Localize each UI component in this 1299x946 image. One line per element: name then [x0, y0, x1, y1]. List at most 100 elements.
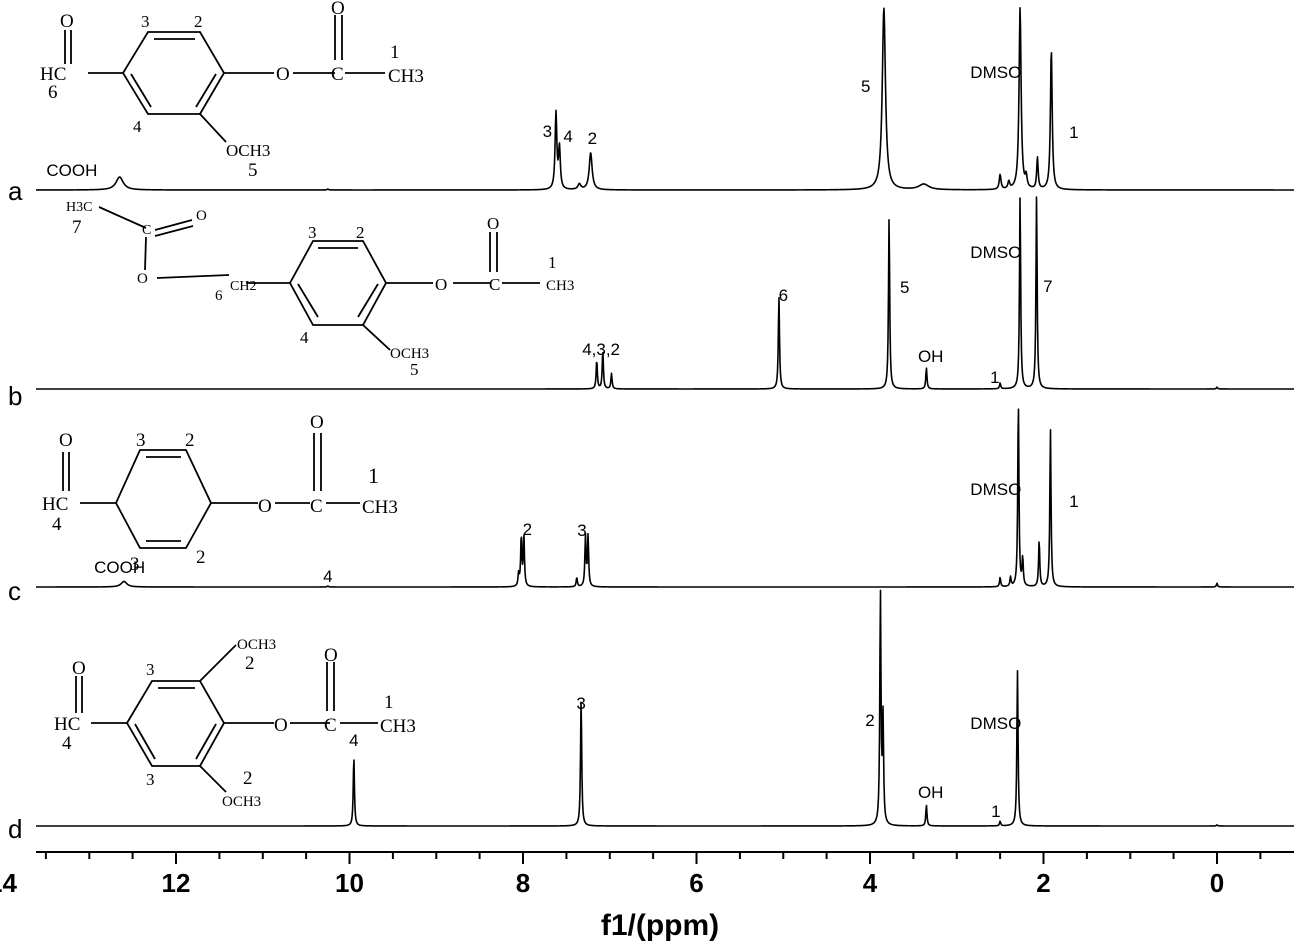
struct-a-label: HC	[40, 64, 66, 85]
peak-label: DMSO	[970, 480, 1021, 499]
struct-c-label: O	[258, 496, 272, 517]
struct-a-label: C	[331, 64, 344, 85]
x-tick-label: 6	[689, 868, 703, 898]
structure-c: O HC 4 3 2 3 2 O O C 1 CH3	[42, 412, 398, 575]
peak-label: 2	[865, 711, 874, 730]
peak-label: COOH	[94, 558, 145, 577]
struct-c-label: O	[310, 412, 324, 433]
struct-c-label: O	[59, 430, 73, 451]
peak-label: DMSO	[970, 714, 1021, 733]
trace-name: d	[8, 814, 22, 844]
peak-label: DMSO	[970, 243, 1021, 262]
x-tick-label: 8	[516, 868, 530, 898]
struct-c-label: 3	[136, 430, 146, 451]
struct-c-label: 2	[196, 547, 206, 568]
struct-a-label: 3	[141, 12, 150, 31]
struct-b-label: H3C	[66, 200, 92, 215]
struct-b-label: OCH3	[390, 346, 429, 362]
x-axis: 14121086420	[0, 851, 1294, 898]
x-tick-label: 0	[1210, 868, 1224, 898]
peak-label: 2	[523, 520, 532, 539]
peak-label: 1	[1069, 123, 1078, 142]
x-tick-label: 14	[0, 868, 17, 898]
peak-label: 6	[779, 286, 788, 305]
struct-b-label: 7	[72, 217, 82, 238]
struct-d-label: 3	[146, 660, 155, 679]
struct-b-label: C	[142, 223, 151, 238]
trace-name: b	[8, 381, 22, 411]
struct-d-label: C	[324, 715, 337, 736]
struct-d-label: 3	[146, 770, 155, 789]
struct-b-label: 3	[308, 223, 317, 242]
struct-d-label: OCH3	[222, 794, 261, 810]
peak-label: 3	[577, 521, 586, 540]
struct-c-label: 3	[130, 554, 140, 575]
struct-c-label: 1	[368, 463, 379, 488]
x-tick-label: 10	[335, 868, 364, 898]
struct-d-label: CH3	[380, 716, 416, 737]
struct-a-label: 5	[248, 160, 258, 181]
struct-c-label: 4	[52, 514, 62, 535]
peak-label: OH	[918, 783, 944, 802]
struct-c-label: HC	[42, 494, 68, 515]
structure-a: HC O 6 3 2 4 O O C 1 CH3 OCH3 5	[40, 0, 424, 181]
x-axis-title: f1/(ppm)	[601, 909, 719, 942]
peak-label: 2	[588, 129, 597, 148]
spectrum-trace-d	[35, 589, 1295, 827]
struct-a-label: 1	[390, 42, 400, 63]
struct-b-label: O	[487, 214, 499, 233]
struct-b-label: O	[137, 271, 148, 287]
struct-d-label: OCH3	[237, 637, 276, 653]
peak-label: 1	[991, 802, 1000, 821]
structure-b: H3C 7 C O O 6 CH2 3 2 4 O O C 1 CH3 OCH3…	[66, 200, 574, 379]
struct-d-label: 2	[245, 653, 255, 674]
struct-a-label: OCH3	[226, 141, 270, 160]
peak-label: 1	[990, 368, 999, 387]
struct-b-label: C	[489, 275, 500, 294]
peak-label: 1	[1069, 492, 1078, 511]
struct-b-label: CH3	[546, 278, 574, 294]
struct-b-label: 5	[410, 360, 419, 379]
peak-label: 3	[543, 122, 552, 141]
struct-a-label: O	[276, 64, 290, 85]
struct-a-label: 6	[48, 82, 58, 103]
peak-label: 3	[576, 694, 585, 713]
x-tick-label: 2	[1036, 868, 1050, 898]
struct-d-label: O	[72, 658, 86, 679]
spectra-layer	[35, 6, 1295, 827]
struct-b-label: O	[196, 208, 207, 224]
struct-b-label: 6	[215, 288, 223, 304]
peak-label: COOH	[46, 161, 97, 180]
struct-d-label: 1	[384, 692, 394, 713]
peak-label: 5	[900, 278, 909, 297]
struct-d-label: 2	[243, 768, 253, 789]
spectrum-trace-b	[35, 196, 1295, 390]
spectrum-trace-a	[35, 6, 1295, 191]
struct-a-label: 2	[194, 12, 203, 31]
struct-c-label: CH3	[362, 497, 398, 518]
peak-label: 4	[323, 567, 332, 586]
struct-a-label: O	[331, 0, 345, 19]
struct-d-label: HC	[54, 714, 80, 735]
peak-label: OH	[918, 347, 944, 366]
peak-label: 4	[563, 127, 572, 146]
peak-label: 7	[1043, 277, 1052, 296]
struct-b-label: 2	[356, 223, 365, 242]
struct-c-label: 2	[185, 430, 195, 451]
struct-a-label: 4	[133, 117, 142, 136]
x-tick-label: 12	[162, 868, 191, 898]
peak-label: DMSO	[970, 63, 1021, 82]
struct-a-label: CH3	[388, 66, 424, 87]
struct-b-label: CH2	[230, 279, 256, 294]
peak-label: 4	[349, 731, 358, 750]
peak-label: 5	[861, 77, 870, 96]
struct-b-label: O	[435, 275, 447, 294]
struct-b-label: 1	[548, 253, 557, 272]
struct-a-label: O	[60, 11, 74, 32]
struct-b-label: 4	[300, 328, 309, 347]
struct-c-label: C	[310, 496, 323, 517]
trace-name: a	[8, 176, 23, 206]
